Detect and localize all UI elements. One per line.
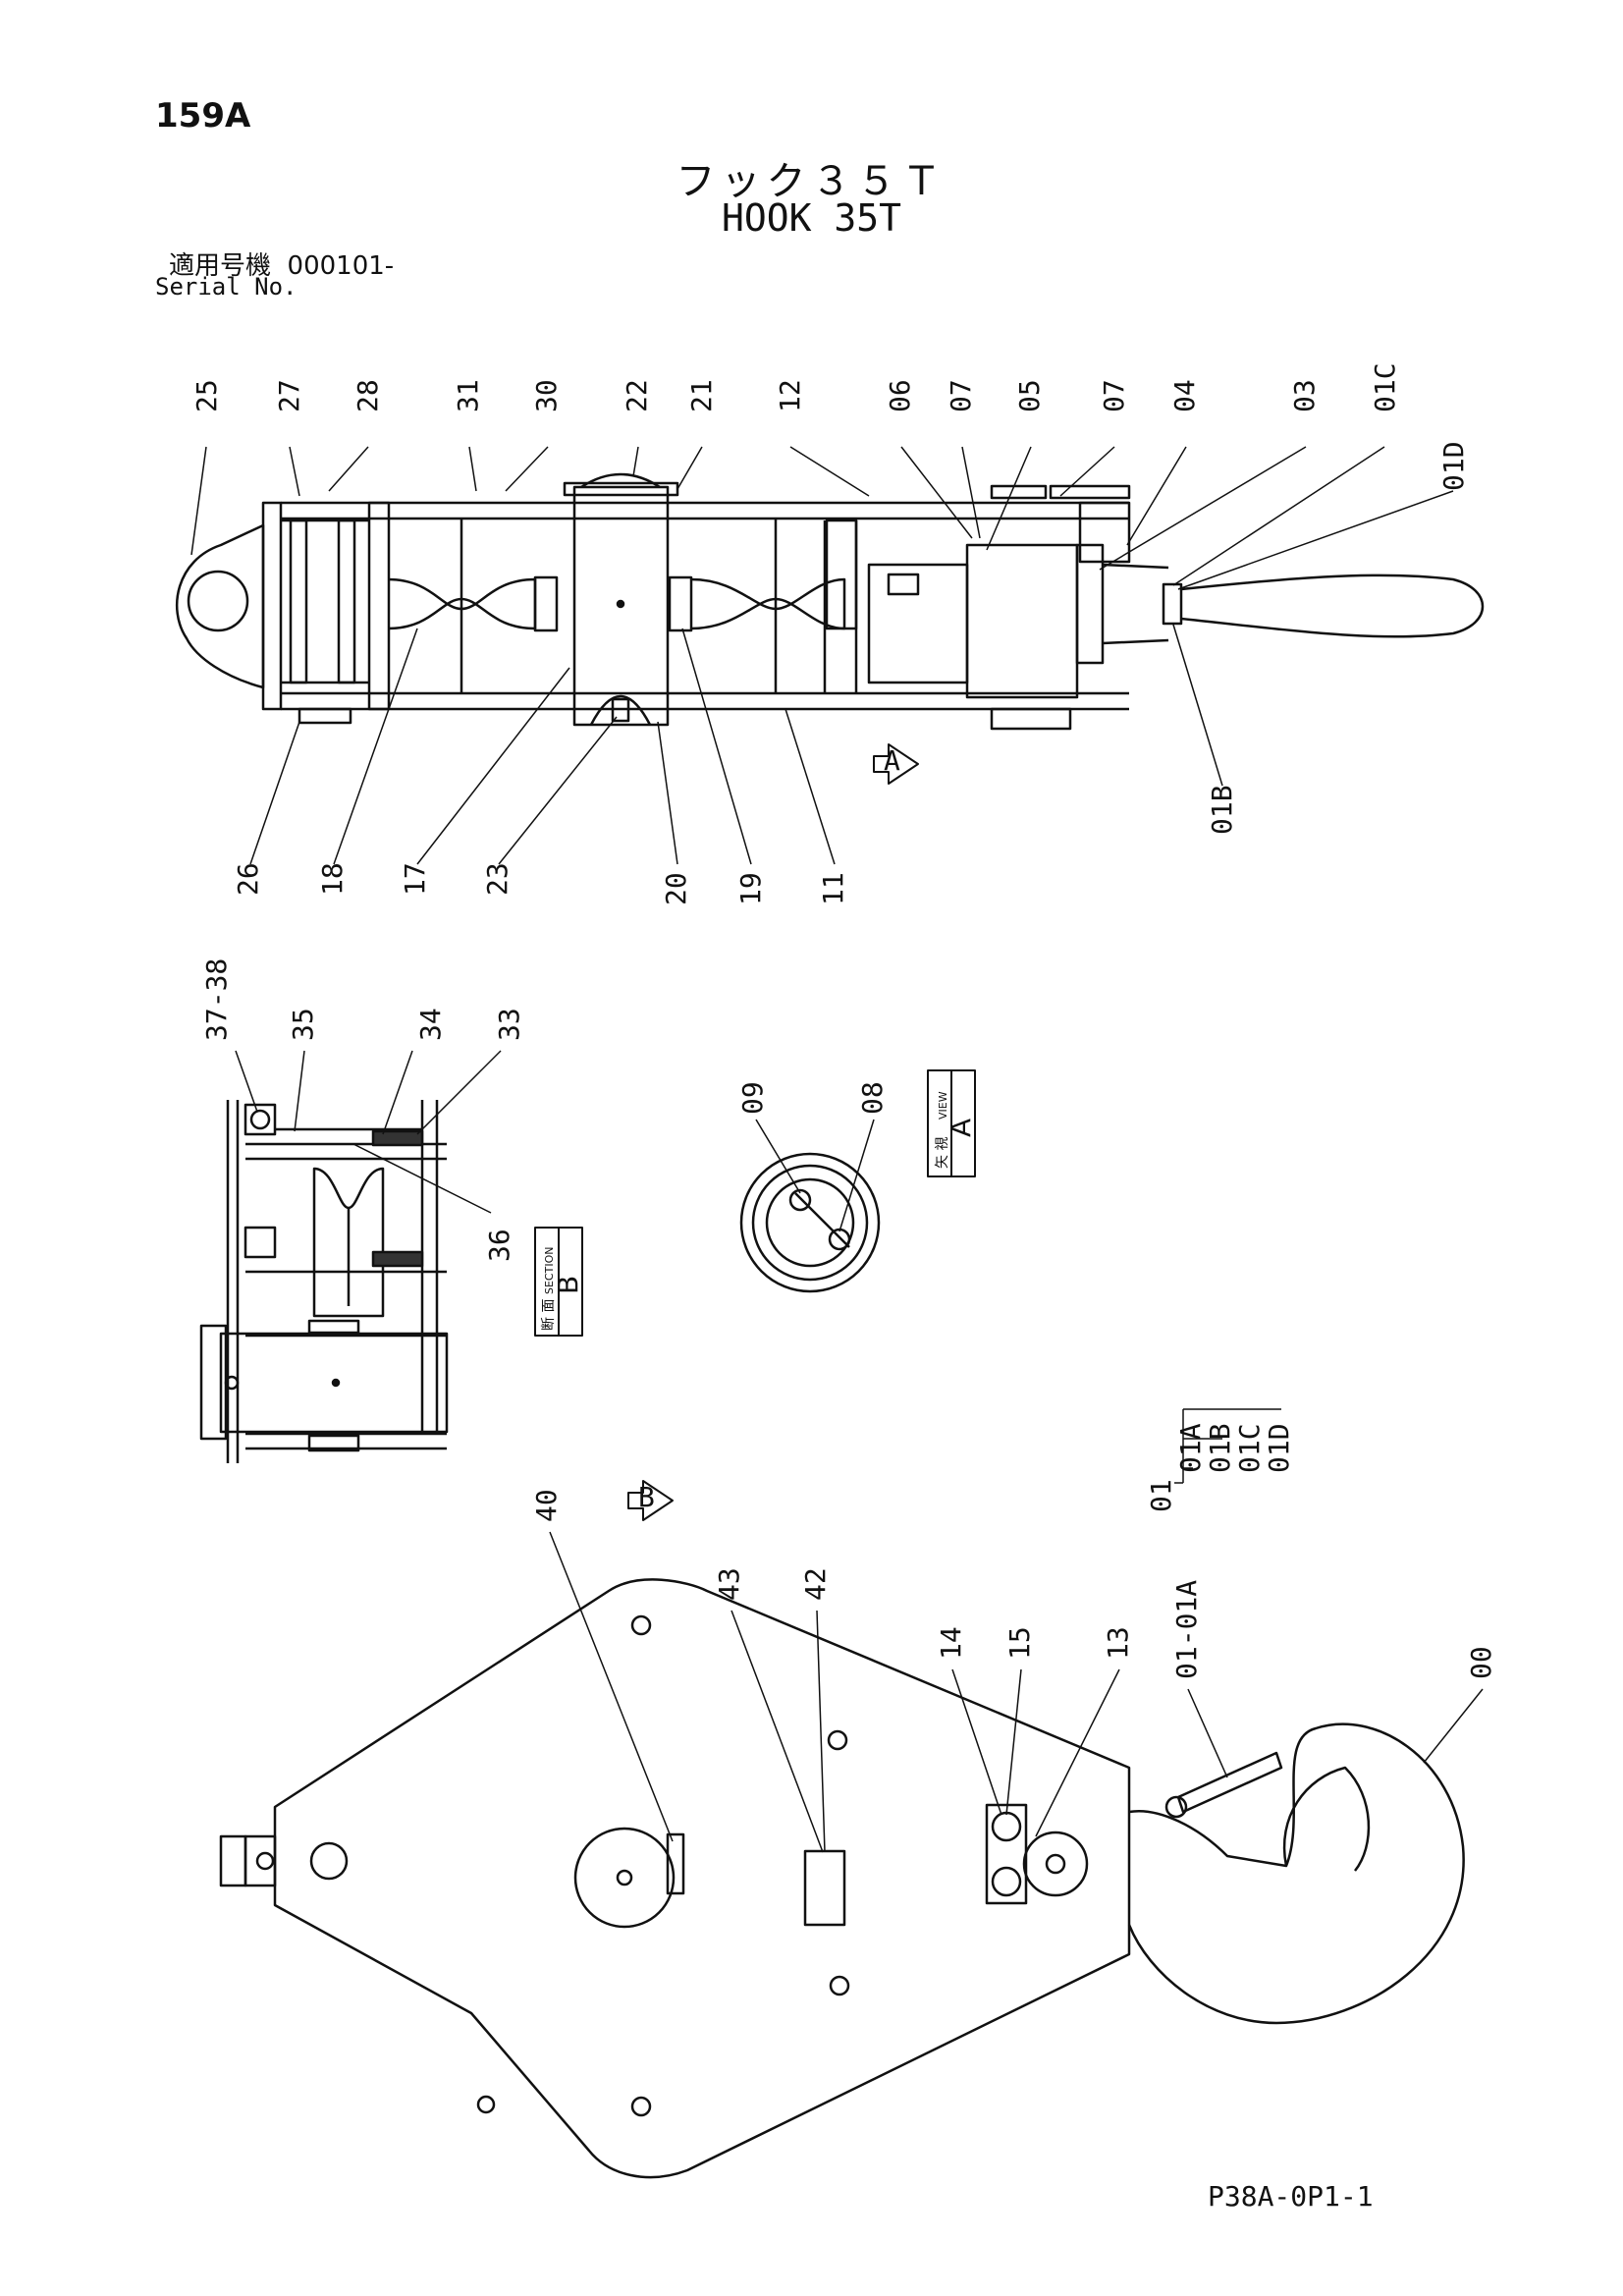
callout-42: 42: [799, 1567, 832, 1601]
callout-36: 36: [483, 1229, 515, 1262]
tree-01d: 01D: [1263, 1423, 1295, 1473]
section-b-jp: 断 面: [541, 1299, 557, 1331]
callout-20: 20: [660, 872, 692, 905]
callout-01b: 01B: [1206, 785, 1238, 835]
callout-26: 26: [232, 862, 264, 896]
callout-07b: 07: [1098, 379, 1130, 412]
leader-lines: [190, 446, 1484, 1853]
tree-01b: 01B: [1204, 1423, 1236, 1473]
callout-14: 14: [935, 1626, 967, 1660]
callout-06: 06: [884, 379, 916, 412]
callout-00: 00: [1465, 1646, 1497, 1679]
view-a-drawing: [739, 1069, 976, 1293]
view-a-letter: A: [945, 1119, 977, 1137]
view-b-marker: B: [638, 1481, 655, 1513]
callout-31: 31: [452, 379, 484, 412]
callout-27: 27: [273, 379, 305, 412]
view-a-en: VIEW: [937, 1091, 949, 1120]
callouts-bottom: 40 43 42 14 15 13 01-01A 00: [530, 1489, 1497, 1679]
callout-30: 30: [530, 379, 563, 412]
view-a-jp: 矢 視: [935, 1137, 950, 1169]
callout-12: 12: [774, 379, 806, 412]
callouts-top: 25 27 28 31 30 22 21 12 06 07 05 07 04 0…: [190, 362, 1470, 905]
tree-01a: 01A: [1174, 1423, 1207, 1473]
callout-19: 19: [734, 872, 767, 905]
callout-03: 03: [1288, 379, 1321, 412]
serial-label-jp-text: 適用号機: [169, 251, 272, 281]
view-a-box-labels: 矢 視 VIEW A: [935, 1091, 977, 1169]
top-view-drawing: A: [175, 472, 1485, 785]
callout-33: 33: [493, 1008, 525, 1041]
callout-05: 05: [1013, 379, 1046, 412]
callout-01c: 01C: [1369, 362, 1401, 412]
page-number: 159A: [155, 96, 251, 136]
document-code: P38A-0P1-1: [1208, 2180, 1374, 2213]
callouts-section-b: 37-38 35 34 33 36: [200, 958, 525, 1262]
callout-25: 25: [190, 379, 223, 412]
callout-40: 40: [530, 1489, 563, 1522]
callout-09: 09: [736, 1081, 769, 1115]
bottom-view-drawing: [219, 1578, 1465, 2179]
callout-35: 35: [287, 1008, 319, 1041]
callout-37-38: 37-38: [200, 958, 233, 1041]
tree-01c: 01C: [1233, 1423, 1266, 1473]
callout-04: 04: [1168, 379, 1201, 412]
serial-label-english: Serial No.: [155, 273, 298, 301]
callout-17: 17: [399, 862, 431, 896]
tree-root: 01: [1145, 1479, 1177, 1512]
callout-01-01a: 01-01A: [1170, 1580, 1203, 1679]
callouts-view-a: 09 08: [736, 1081, 889, 1115]
callout-15: 15: [1003, 1626, 1036, 1660]
serial-label-japanese: 適用号機 000101-: [169, 246, 394, 282]
callout-21: 21: [685, 379, 718, 412]
callout-22: 22: [621, 379, 653, 412]
callout-28: 28: [352, 379, 384, 412]
callout-34: 34: [414, 1008, 447, 1041]
callout-43: 43: [713, 1567, 745, 1601]
callout-01d: 01D: [1437, 441, 1470, 491]
callout-07a: 07: [945, 379, 977, 412]
section-b-letter: B: [552, 1276, 584, 1294]
callout-13: 13: [1102, 1626, 1134, 1660]
assembly-tree: 01 01A 01B 01C 01D: [1145, 1408, 1295, 1512]
callout-08: 08: [856, 1081, 889, 1115]
view-a-marker: A: [884, 744, 900, 777]
serial-value: 000101-: [287, 251, 395, 281]
callout-18: 18: [316, 862, 349, 896]
section-b-drawing: B: [199, 1100, 674, 1521]
section-b-box-labels: 断 面 SECTION B: [541, 1247, 584, 1331]
callout-23: 23: [481, 862, 514, 896]
title-japanese: フック３５Ｔ: [676, 159, 947, 204]
callout-11: 11: [817, 872, 849, 905]
title-english: HOOK 35T: [721, 196, 902, 240]
section-b-en: SECTION: [543, 1247, 556, 1294]
